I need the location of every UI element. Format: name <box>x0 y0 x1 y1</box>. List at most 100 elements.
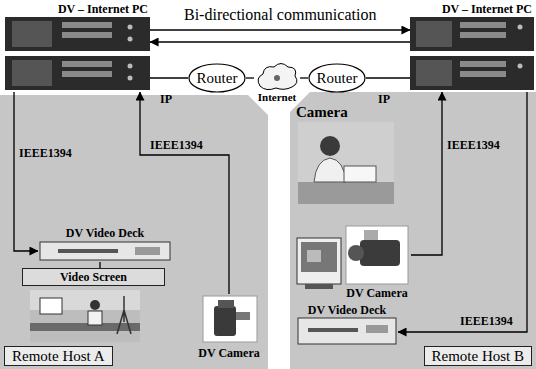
edge-label-holder: IEEE1394 <box>150 138 203 152</box>
pc-case <box>5 56 150 90</box>
dv-camera-label: DV Camera <box>346 286 407 300</box>
edge-label: IEEE1394 <box>447 138 500 152</box>
internet-cloud: Internet <box>254 58 300 104</box>
dv-camera: DV Camera <box>343 224 411 300</box>
edge-label-holder: IEEE1394 <box>460 314 513 328</box>
camera-label: Camera <box>296 103 348 121</box>
screen-box: Video Screen <box>22 268 165 286</box>
tv-set <box>297 238 341 284</box>
connector <box>366 77 410 78</box>
host-region: Remote Host A DV Video DeckVideo ScreenDV… <box>0 95 268 369</box>
pc-panel <box>12 60 52 86</box>
connector <box>246 77 254 78</box>
screen-box-label: Video Screen <box>60 270 127 284</box>
pc-button <box>128 64 133 69</box>
tv-screen <box>301 242 337 272</box>
region-shape <box>290 92 536 369</box>
video-deck-label: DV Video Deck <box>66 226 144 240</box>
drive-bay <box>460 22 506 28</box>
pc-button <box>128 76 133 81</box>
pc-button <box>128 25 133 30</box>
camera-view-photo <box>298 122 394 204</box>
drive-bay <box>62 22 112 28</box>
desk <box>30 323 140 331</box>
edge-label: IEEE1394 <box>150 138 203 152</box>
dv-camera: DV Camera <box>196 294 262 360</box>
person-head <box>320 136 340 156</box>
edge-label: IEEE1394 <box>19 146 72 160</box>
video-deck <box>40 242 170 260</box>
edge-label: IP <box>160 92 172 106</box>
computer-stack: DV – Internet PC <box>5 2 150 92</box>
deck-buttons <box>366 325 388 333</box>
drive-bay <box>62 61 112 67</box>
pc-panel <box>416 21 452 47</box>
pc-button <box>128 37 133 42</box>
video-deck <box>298 318 396 344</box>
table <box>298 182 394 204</box>
pc-panel <box>416 60 452 86</box>
region-shape <box>0 95 268 369</box>
router-ellipse-label: Router <box>197 70 238 87</box>
monitor <box>40 298 62 314</box>
camcorder-lens <box>218 300 234 308</box>
dv-camera-label: DV Camera <box>198 346 259 360</box>
host-region-label: Remote Host A <box>4 346 113 366</box>
edge-label: IEEE1394 <box>460 314 513 328</box>
computer-stack: DV – Internet PC <box>410 2 534 92</box>
camera-photo <box>346 226 408 284</box>
edge-label-holder: IP <box>378 92 390 106</box>
edge-label-holder: IEEE1394 <box>19 146 72 160</box>
connector <box>150 29 410 30</box>
connector <box>140 92 229 294</box>
tripod <box>117 296 131 334</box>
network-icon <box>274 75 280 81</box>
cloud-shape <box>258 64 297 90</box>
connector <box>398 92 527 332</box>
computer-stack-label: DV – Internet PC <box>58 2 148 16</box>
edge-label: IP <box>378 92 390 106</box>
router-ellipse: Router <box>188 63 246 93</box>
router-ellipse-label: Router <box>317 70 358 87</box>
computer-stack-label: DV – Internet PC <box>442 2 532 16</box>
book <box>344 166 376 182</box>
connector <box>150 41 410 42</box>
pc-case <box>410 56 534 90</box>
pc-case <box>5 17 150 51</box>
connector <box>411 92 442 255</box>
video-deck: DV Video Deck <box>38 226 172 262</box>
camera: Camera <box>296 103 396 207</box>
edge-label-holder: Bi-directional communication <box>184 5 376 24</box>
tape-slot <box>58 249 118 253</box>
connector <box>300 77 308 78</box>
video-deck: DV Video Deck <box>296 303 398 347</box>
drive-bay <box>62 32 112 38</box>
tv-picture <box>307 250 321 262</box>
drive-bay <box>62 71 112 77</box>
camcorder <box>214 306 236 336</box>
drive-bay <box>460 61 506 67</box>
router-ellipse <box>189 64 245 92</box>
internet-cloud-label: Internet <box>258 91 297 104</box>
person-head <box>90 300 100 310</box>
edge-label: Bi-directional communication <box>184 5 376 24</box>
connector <box>150 77 188 78</box>
drive-bay <box>460 32 506 38</box>
edge-label-holder: IP <box>160 92 172 106</box>
camcorder-display <box>364 230 378 240</box>
pc-button <box>518 25 523 30</box>
video-deck-label: DV Video Deck <box>308 303 386 317</box>
router-ellipse: Router <box>308 63 366 93</box>
person-body <box>314 158 346 182</box>
edge-label-holder: IEEE1394 <box>447 138 500 152</box>
host-region-label: Remote Host B <box>424 346 533 366</box>
camcorder <box>360 240 400 266</box>
router-ellipse <box>309 64 365 92</box>
pc-button <box>518 64 523 69</box>
drive-bay <box>460 71 506 77</box>
pc-panel <box>12 21 52 47</box>
person-body <box>88 311 102 325</box>
